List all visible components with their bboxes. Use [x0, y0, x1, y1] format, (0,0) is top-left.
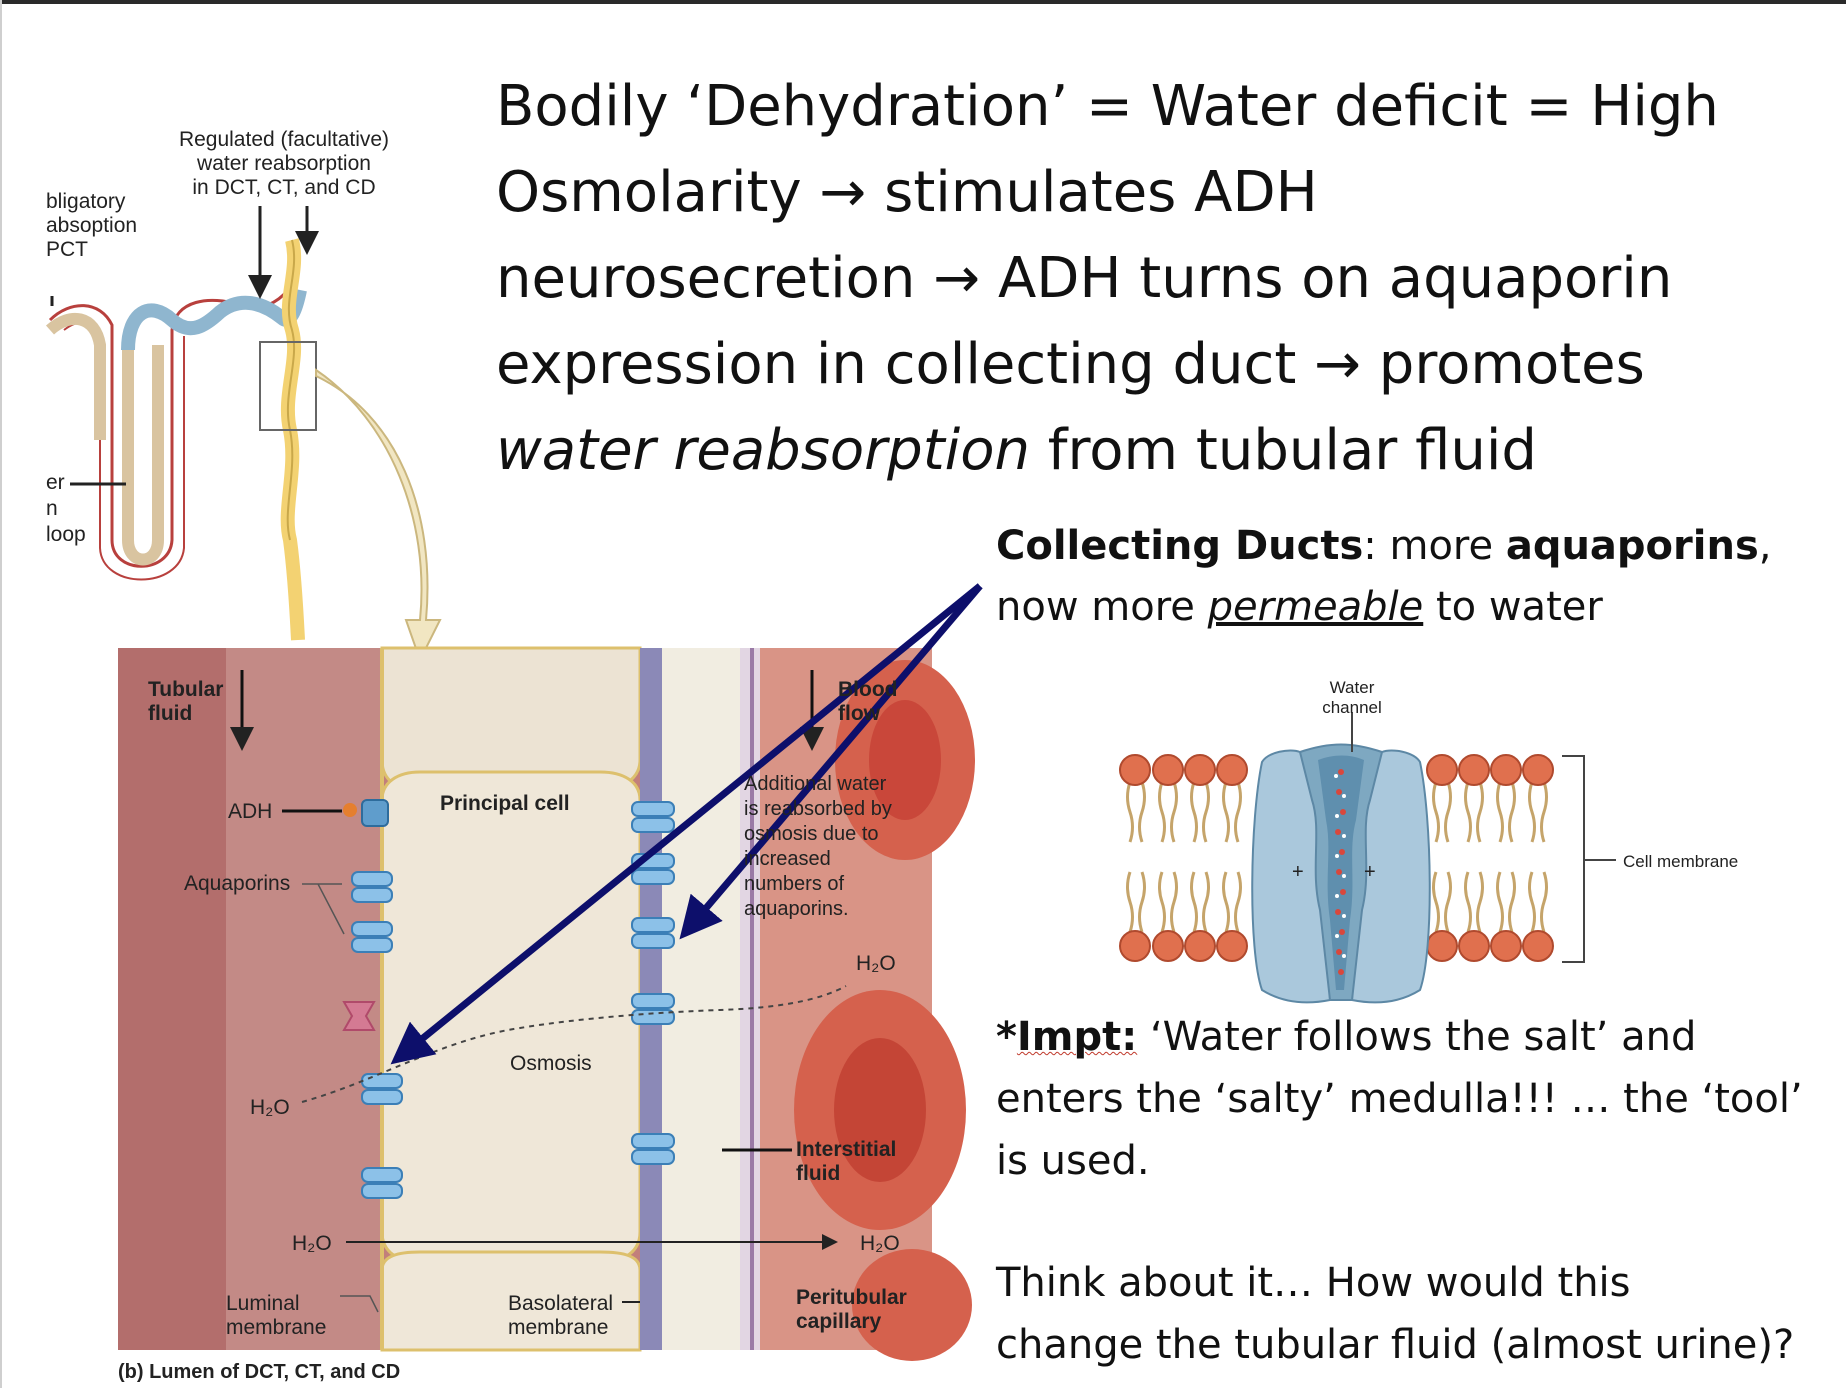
cell-diagram-lines — [230, 670, 847, 1313]
cell-diagram-panel — [118, 646, 975, 1361]
basolateral-aquaporins — [631, 801, 675, 1165]
h2o-right-upper-label: H₂O — [856, 952, 896, 975]
headline-line-1: Bodily ‘Dehydration’ = Water deficit = H… — [496, 74, 1719, 139]
headline-text: Bodily ‘Dehydration’ = Water deficit = H… — [496, 64, 1816, 494]
additional-water-label: Additional water is reabsorbed by osmosi… — [744, 773, 892, 920]
obligatory-reabsorption-label: bligatory absoption PCT — [46, 190, 138, 261]
collecting-duct-pointer-arrows — [390, 583, 983, 1065]
important-note: *Impt: ‘Water follows the salt’ and ente… — [996, 1006, 1836, 1192]
headline-line-3: neurosecretion → ADH turns on aquaporin — [496, 246, 1673, 311]
headline-line-4: expression in collecting duct → promotes — [496, 332, 1645, 397]
nephron-sketch — [45, 196, 442, 663]
impt-asterisk: * — [996, 1014, 1017, 1060]
aquaporins-label: Aquaporins — [184, 872, 291, 895]
collecting-line2-a: now more — [996, 584, 1208, 630]
impt-line-1: ‘Water follows the salt’ and — [1137, 1014, 1697, 1060]
impt-label: Impt: — [1016, 1014, 1138, 1060]
collecting-text-1: : more — [1363, 523, 1506, 569]
top-border — [0, 0, 1846, 4]
plus-left-label: + — [1292, 861, 1304, 883]
loop-label: er n loop — [46, 471, 86, 546]
collecting-ducts-term: Collecting Ducts — [996, 523, 1364, 569]
headline-line-2: Osmolarity → stimulates ADH — [496, 160, 1318, 225]
plus-right-label: + — [1364, 861, 1376, 883]
water-channel-diagram — [1119, 712, 1616, 1004]
h2o-left-label: H₂O — [250, 1096, 290, 1119]
think-question: Think about it… How would this change th… — [996, 1252, 1836, 1376]
think-line-2: change the tubular fluid (almost urine)? — [996, 1322, 1795, 1368]
impt-line-3: is used. — [996, 1138, 1150, 1184]
osmosis-label: Osmosis — [510, 1052, 592, 1075]
permeable-term: permeable — [1207, 584, 1424, 630]
collecting-line2-b: to water — [1423, 584, 1603, 630]
aquaporins-term: aquaporins — [1505, 523, 1759, 569]
principal-cell-label: Principal cell — [440, 792, 570, 815]
h2o-bottom-right-label: H₂O — [860, 1232, 900, 1255]
cell-membrane-label: Cell membrane — [1623, 852, 1739, 871]
adh-label: ADH — [228, 800, 273, 823]
left-border — [0, 0, 2, 1388]
headline-italic: water reabsorption — [496, 418, 1030, 483]
headline-line-5: water reabsorption from tubular fluid — [496, 408, 1816, 494]
regulated-reabsorption-label: Regulated (facultative) water reabsorpti… — [178, 128, 390, 199]
h2o-bottom-left-label: H₂O — [292, 1232, 332, 1255]
collecting-text-2: , — [1758, 523, 1772, 569]
collecting-ducts-text: Collecting Ducts: more aquaporins, now m… — [996, 516, 1816, 638]
headline-line-5-rest: from tubular fluid — [1029, 418, 1537, 483]
cell-diagram-caption: (b) Lumen of DCT, CT, and CD — [118, 1361, 401, 1383]
think-line-1: Think about it… How would this — [996, 1260, 1631, 1306]
impt-line-2: enters the ‘salty’ medulla!!! … the ‘too… — [996, 1076, 1803, 1122]
